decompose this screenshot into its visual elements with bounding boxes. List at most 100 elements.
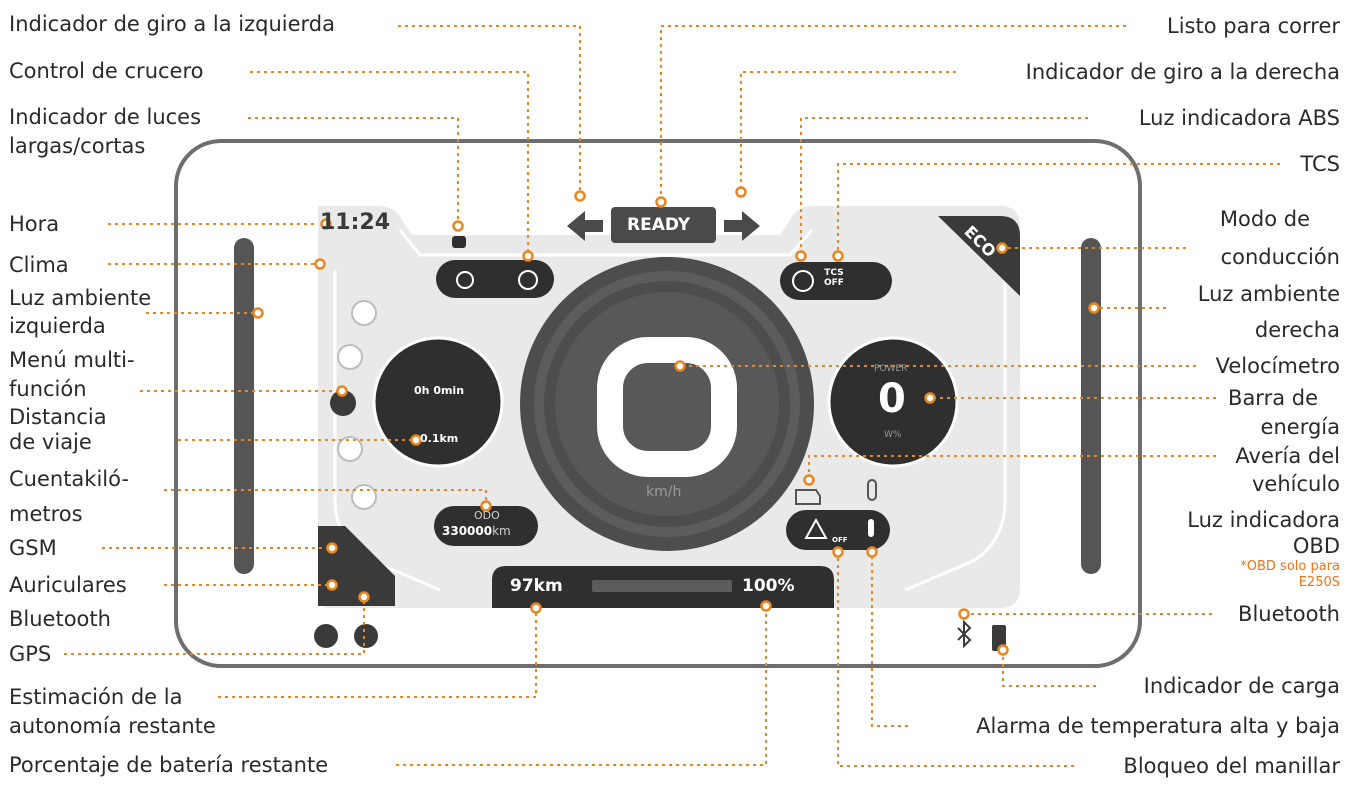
label-bluetooth-right: Bluetooth [1238, 602, 1340, 626]
callout-odo [164, 489, 487, 504]
thermo-outline-icon [867, 479, 877, 501]
callout-abs [800, 117, 1088, 254]
callout-fault [808, 455, 1216, 478]
odo-value: 330000km [442, 524, 511, 538]
odo-label: ODO [474, 509, 500, 522]
label-abs: Luz indicadora ABS [1138, 106, 1340, 130]
eco-text: ECO [960, 221, 1000, 262]
label-left-ambient-2: izquierda [9, 314, 106, 338]
odo-number: 330000 [442, 524, 493, 538]
label-trip-1: Distancia [9, 405, 107, 429]
callout-tcs [837, 163, 1280, 254]
label-obd-1: Luz indicadora [1187, 508, 1340, 532]
label-obd-note-1: *OBD solo para [1240, 559, 1340, 574]
speedometer-outer [520, 257, 814, 551]
low-beam-icon [456, 271, 474, 289]
label-cruise: Control de crucero [9, 59, 204, 83]
navigation-icon [337, 344, 363, 370]
lock-off-text: OFF [832, 536, 848, 544]
bluetooth-icon [957, 619, 972, 649]
label-charge: Indicador de carga [1143, 674, 1340, 698]
label-left-turn: Indicador de giro a la izquierda [9, 12, 335, 36]
multifunction-icon [330, 390, 356, 416]
label-menu-1: Menú multi- [9, 348, 135, 372]
battery-text: 100% [742, 576, 795, 596]
callout-charge [1002, 650, 1096, 687]
label-right-ambient-1: Luz ambiente [1197, 282, 1340, 306]
right-turn-arrow-icon [724, 211, 760, 241]
engine-fault-icon [795, 489, 821, 505]
tcs-line-1: TCS [824, 268, 844, 278]
speed-unit: km/h [646, 484, 682, 500]
callout-ready [660, 25, 1126, 200]
settings-icon [351, 484, 377, 510]
label-gps: GPS [9, 642, 52, 666]
label-battery: Porcentaje de batería restante [9, 753, 329, 777]
temperature-icon [868, 519, 874, 537]
callout-battery [396, 606, 767, 766]
label-power-2: energía [1260, 415, 1340, 439]
warning-icon [804, 517, 828, 539]
power-unit: W% [884, 430, 902, 440]
clock-time: 11:24 [320, 210, 391, 235]
label-mode-2: conducción [1220, 245, 1340, 269]
range-text: 97km [510, 576, 563, 596]
charging-icon [992, 625, 1006, 651]
ready-text: READY [627, 215, 691, 235]
callout-temp [871, 552, 908, 727]
label-power-1: Barra de [1228, 386, 1318, 410]
label-range-2: autonomía restante [9, 714, 216, 738]
screen-outline-right [904, 270, 1007, 592]
cruise-control-icon [518, 270, 538, 290]
label-tcs: TCS [1300, 152, 1340, 176]
label-fault-1: Avería del [1235, 444, 1340, 468]
status-dot-2 [354, 624, 378, 648]
status-dot-1 [314, 624, 338, 648]
tcs-line-2: OFF [824, 278, 844, 288]
label-beam-2: largas/cortas [9, 134, 146, 158]
dashboard-screen [318, 206, 1020, 608]
callout-left-turn [398, 25, 581, 194]
screen-outline [398, 229, 814, 257]
left-ambient-bar [234, 238, 254, 574]
label-menu-2: función [9, 377, 87, 401]
label-right-turn: Indicador de giro a la derecha [1025, 60, 1340, 84]
trip-distance: 0.1km [420, 432, 459, 445]
label-speedometer: Velocímetro [1215, 354, 1340, 378]
label-left-ambient-1: Luz ambiente [9, 286, 152, 310]
label-right-ambient-2: derecha [1254, 318, 1340, 342]
abs-icon [792, 270, 814, 292]
message-icon [351, 300, 377, 326]
label-odo-1: Cuentakiló- [9, 467, 129, 491]
label-time: Hora [9, 212, 60, 236]
trip-gauge [372, 336, 504, 468]
label-headphones: Auriculares [9, 573, 127, 597]
screen-outline-left [333, 270, 441, 592]
label-ready: Listo para correr [1167, 14, 1340, 38]
music-icon [337, 436, 363, 462]
label-weather: Clima [9, 253, 69, 277]
label-range-1: Estimación de la [9, 685, 183, 709]
label-odo-2: metros [9, 502, 83, 526]
label-fault-2: vehículo [1251, 472, 1340, 496]
power-value: 0 [878, 376, 906, 422]
label-temperature: Alarma de temperatura alta y baja [976, 714, 1340, 738]
high-beam-icon [452, 236, 466, 248]
label-lock: Bloqueo del manillar [1123, 754, 1340, 778]
status-block [318, 526, 395, 606]
callout-right-turn [740, 71, 956, 190]
label-gsm: GSM [9, 536, 57, 560]
speedometer-inner [555, 292, 779, 516]
battery-track [592, 580, 732, 592]
left-turn-arrow-icon [567, 211, 603, 241]
label-bluetooth-left: Bluetooth [9, 607, 111, 631]
speed-digit [597, 337, 737, 477]
lights-cruise-pill [436, 260, 554, 298]
right-ambient-bar [1081, 238, 1101, 574]
warning-pill [786, 510, 890, 550]
odo-unit: km [492, 524, 511, 538]
label-obd-2: OBD [1292, 534, 1340, 558]
label-trip-2: de viaje [9, 430, 92, 454]
label-obd-note-2: E250S [1298, 575, 1340, 590]
